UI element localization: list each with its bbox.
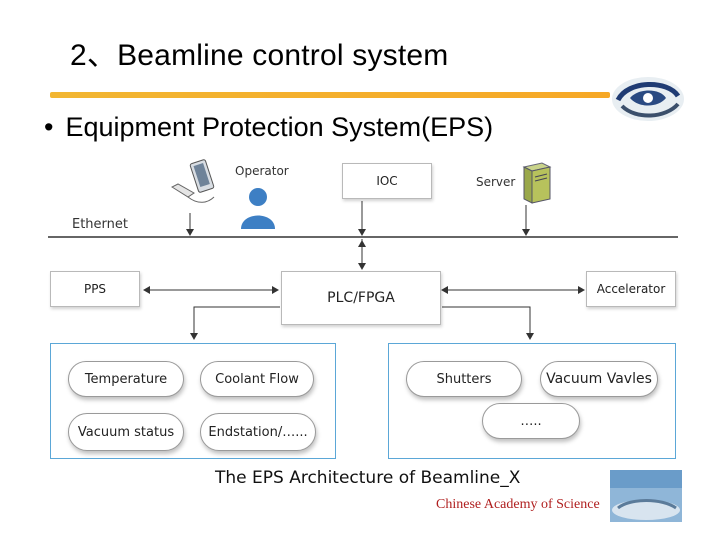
- plc-right-group-link: [442, 306, 534, 340]
- plc-fpga-box: PLC/FPGA: [281, 271, 441, 325]
- plc-left-group-link: [190, 306, 280, 340]
- slide-title: 2、Beamline control system: [70, 39, 449, 72]
- shutters-pill: Shutters: [406, 361, 522, 397]
- diagram-caption: The EPS Architecture of Beamline_X: [215, 468, 521, 488]
- server-label: Server: [476, 175, 516, 189]
- footer-photo-icon: [610, 470, 682, 522]
- endstation-pill: Endstation/…...: [200, 413, 316, 451]
- pps-box: PPS: [50, 271, 140, 307]
- vacuum-valves-pill: Vacuum Vavles: [540, 361, 658, 397]
- operator-label: Operator: [235, 164, 289, 178]
- ethernet-label: Ethernet: [72, 217, 128, 232]
- operator-person-icon: [241, 188, 275, 229]
- more-devices-pill: …..: [482, 403, 580, 439]
- connector-lines: [48, 201, 678, 340]
- bullet-item: • Equipment Protection System(EPS): [44, 112, 493, 143]
- accelerator-box: Accelerator: [586, 271, 676, 307]
- institution-name: Chinese Academy of Science: [436, 497, 600, 512]
- ioc-box: IOC: [342, 163, 432, 199]
- server-icon: [522, 162, 552, 204]
- coolant-flow-pill: Coolant Flow: [200, 361, 314, 397]
- eps-architecture-diagram: Operator IOC Server Ethernet PPS PLC/FPG…: [48, 155, 678, 495]
- bullet-symbol: •: [44, 112, 54, 142]
- institute-logo-icon: [612, 77, 684, 121]
- bullet-text: Equipment Protection System(EPS): [65, 112, 494, 142]
- temperature-pill: Temperature: [68, 361, 184, 397]
- computer-icon: [170, 159, 215, 203]
- title-underline-bar: [50, 92, 610, 98]
- vacuum-status-pill: Vacuum status: [68, 413, 184, 451]
